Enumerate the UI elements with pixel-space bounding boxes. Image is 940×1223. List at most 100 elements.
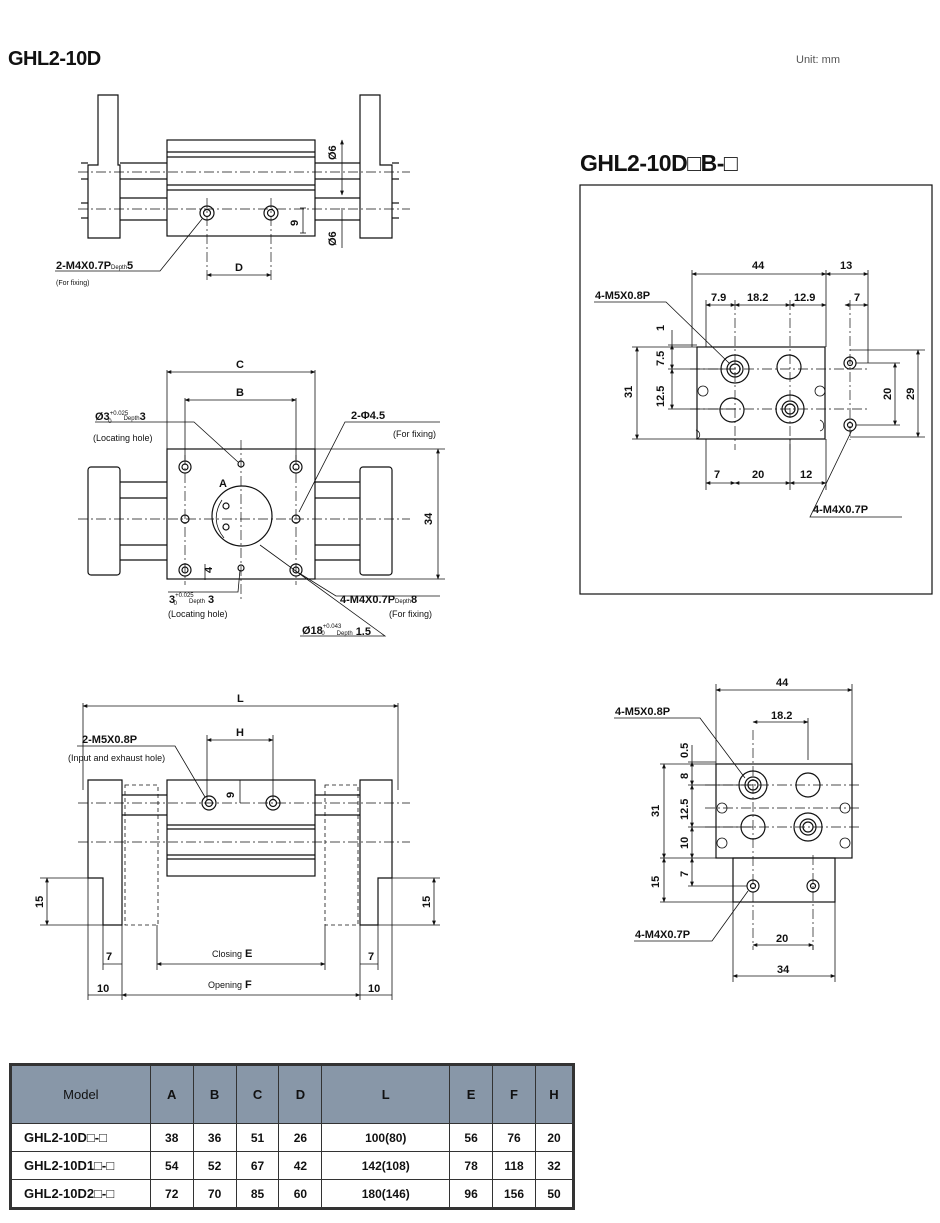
table-header: C [235, 1064, 280, 1124]
table-cell: 76 [492, 1123, 536, 1152]
table-cell: 42 [278, 1151, 323, 1180]
v2-dim-18-2: 18.2 [771, 710, 792, 722]
v2-dim-44: 44 [776, 677, 789, 689]
v1-dim-12-bottom: 12 [800, 469, 812, 481]
mid-fix-hole-callout: 2-Φ4.5 [351, 410, 385, 422]
table-cell: 70 [192, 1179, 237, 1209]
table-header: B [192, 1064, 237, 1124]
bottom-dim-9: 9 [225, 792, 237, 798]
mid-dim-34: 34 [423, 512, 435, 525]
table-row: GHL2-10D1□-□ 54 52 67 42 142(108) 78 118… [10, 1151, 575, 1180]
top-body [166, 139, 316, 237]
v1-dim-12-5: 12.5 [655, 386, 667, 407]
table-header: Model [10, 1064, 151, 1124]
v2-port-callout: 4-M5X0.8P [615, 706, 670, 718]
bottom-view [40, 703, 440, 1000]
v2-base [732, 857, 836, 903]
mid-right-jaw [359, 466, 393, 576]
bottom-port-note: (Input and exhaust hole) [68, 753, 165, 763]
v2-dim-12-5: 12.5 [679, 799, 691, 820]
v2-dim-31: 31 [650, 805, 662, 817]
v2-dim-0-5: 0.5 [679, 743, 691, 758]
table-cell: 78 [449, 1151, 494, 1180]
right-jaw-outline [359, 94, 393, 239]
v1-dim-20-bottom: 20 [752, 469, 764, 481]
table-cell: 20 [534, 1123, 575, 1152]
table-cell-model: GHL2-10D1□-□ [10, 1151, 151, 1180]
mid-left-jaw [87, 466, 121, 576]
v1-dim-7-bottom: 7 [714, 469, 720, 481]
table-cell: 118 [492, 1151, 536, 1180]
mid-center-bore [211, 485, 273, 547]
table-cell: 32 [534, 1151, 575, 1180]
v1-dim-12-9: 12.9 [794, 292, 815, 304]
v1-dim-7-9: 7.9 [711, 292, 726, 304]
table-cell-model: GHL2-10D□-□ [10, 1123, 151, 1152]
bottom-dim-7-left: 7 [106, 951, 112, 963]
v1-port-tr [776, 354, 802, 380]
table-cell: 56 [449, 1123, 494, 1152]
bottom-dim-10-right: 10 [368, 983, 380, 995]
table-row: GHL2-10D□-□ 38 36 51 26 100(80) 56 76 20 [10, 1123, 575, 1152]
bottom-dim-7-right: 7 [368, 951, 374, 963]
table-cell: 156 [492, 1179, 536, 1209]
table-cell: 142(108) [321, 1151, 451, 1180]
table-cell: 51 [235, 1123, 280, 1152]
mid-thread-callout: 4-M4X0.7PDepth8 [340, 594, 417, 606]
bottom-dim-l: L [237, 693, 244, 705]
v1-dim-7-top: 7 [854, 292, 860, 304]
table-cell: 26 [278, 1123, 323, 1152]
table-cell: 36 [192, 1123, 237, 1152]
v2-dim-7: 7 [679, 871, 691, 877]
table-cell: 96 [449, 1179, 494, 1209]
table-header: A [149, 1064, 194, 1124]
v2-dim-34: 34 [777, 964, 790, 976]
mid-thread-note: (For fixing) [389, 609, 432, 619]
v2-dim-20: 20 [776, 933, 788, 945]
table-header: F [492, 1064, 536, 1124]
v1-port-bl [719, 397, 745, 423]
spec-table: Model A B C D L E F H GHL2-10D□-□ 38 36 … [9, 1063, 575, 1210]
v1-dim-18-2: 18.2 [747, 292, 768, 304]
mid-dim-c: C [236, 359, 244, 371]
bottom-left-jaw [87, 779, 123, 926]
mid-locating-note-1: (Locating hole) [93, 433, 153, 443]
v2-dim-8: 8 [679, 773, 691, 779]
top-thread-note: (For fixing) [56, 280, 89, 287]
table-cell: 100(80) [321, 1123, 451, 1152]
v1-dim-44: 44 [752, 260, 765, 272]
v1-body [696, 346, 826, 440]
mid-dim-4: 4 [203, 566, 215, 573]
top-dim-d: D [235, 262, 243, 274]
bottom-body [166, 779, 316, 877]
bottom-dim-15-left: 15 [34, 896, 46, 908]
table-cell: 54 [149, 1151, 194, 1180]
v2-thread-callout: 4-M4X0.7P [635, 929, 690, 941]
bottom-dim-15-right: 15 [421, 896, 433, 908]
table-cell: 180(146) [321, 1179, 451, 1209]
bottom-port-callout: 2-M5X0.8P [82, 734, 137, 746]
v1-dim-29: 29 [905, 388, 917, 400]
mid-dim-a: A [219, 478, 227, 490]
table-cell: 50 [534, 1179, 575, 1209]
page-title: GHL2-10D [8, 48, 101, 70]
middle-view [78, 370, 445, 637]
bottom-port-left [201, 795, 217, 811]
table-cell-model: GHL2-10D2□-□ [10, 1179, 151, 1209]
table-cell: 72 [149, 1179, 194, 1209]
bottom-dim-10-left: 10 [97, 983, 109, 995]
v1-dim-31: 31 [623, 386, 635, 398]
unit-label: Unit: mm [796, 54, 840, 66]
v2-dim-15: 15 [650, 876, 662, 888]
v1-dim-7-5: 7.5 [655, 351, 667, 366]
top-view [55, 94, 410, 280]
top-dia-lower: Ø6 [327, 231, 339, 246]
v1-port-callout: 4-M5X0.8P [595, 290, 650, 302]
top-dia-upper: Ø6 [327, 145, 339, 160]
